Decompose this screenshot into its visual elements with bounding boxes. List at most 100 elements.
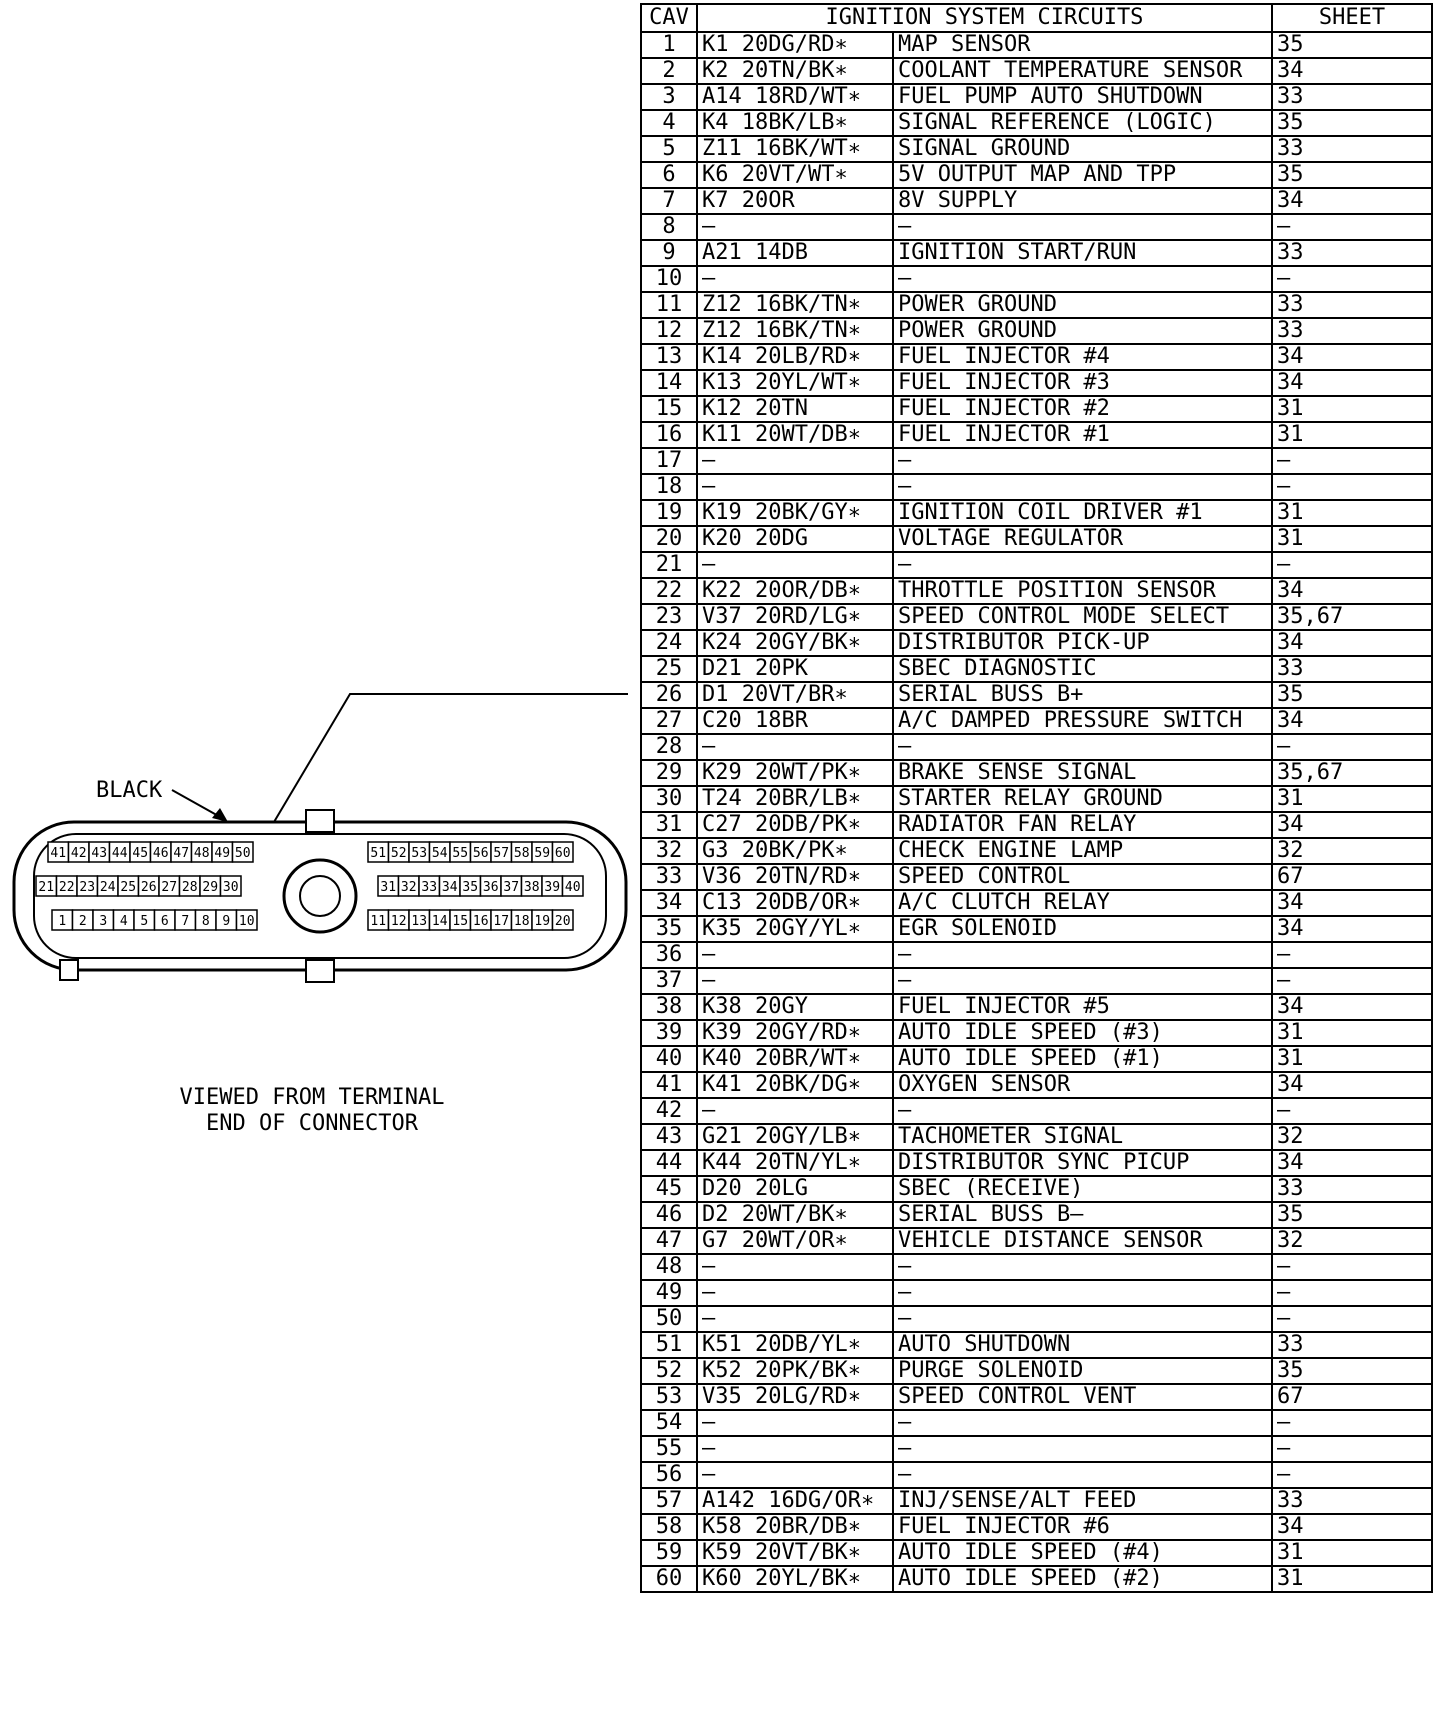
sheet-cell: —: [1271, 1279, 1433, 1307]
description-cell: SBEC DIAGNOSTIC: [892, 655, 1273, 683]
wire-cell: G3 20BK/PK∗: [696, 837, 894, 865]
sheet-cell: 34: [1271, 811, 1433, 839]
sheet-cell: 33: [1271, 239, 1433, 267]
pin-number: 29: [202, 880, 218, 895]
pin-number: 16: [473, 914, 489, 929]
pin-number: 45: [132, 846, 148, 861]
wire-cell: K7 20OR: [696, 187, 894, 215]
cav-cell: 59: [640, 1539, 698, 1567]
description-cell: TACHOMETER SIGNAL: [892, 1123, 1273, 1151]
sheet-cell: 34: [1271, 1071, 1433, 1099]
description-cell: FUEL INJECTOR #6: [892, 1513, 1273, 1541]
sheet-cell: 34: [1271, 629, 1433, 657]
cav-cell: 14: [640, 369, 698, 397]
description-cell: —: [892, 1279, 1273, 1307]
sheet-cell: 31: [1271, 1565, 1433, 1593]
wire-cell: V36 20TN/RD∗: [696, 863, 894, 891]
description-cell: A/C DAMPED PRESSURE SWITCH: [892, 707, 1273, 735]
description-cell: FUEL INJECTOR #3: [892, 369, 1273, 397]
sheet-cell: —: [1271, 473, 1433, 501]
arrow-head: [212, 808, 228, 822]
pin-number: 4: [120, 914, 128, 929]
description-cell: A/C CLUTCH RELAY: [892, 889, 1273, 917]
leader-line: [273, 693, 628, 823]
sheet-cell: 67: [1271, 863, 1433, 891]
description-cell: POWER GROUND: [892, 291, 1273, 319]
wire-cell: K59 20VT/BK∗: [696, 1539, 894, 1567]
pin-number: 36: [483, 880, 499, 895]
description-cell: SERIAL BUSS B—: [892, 1201, 1273, 1229]
pin-number: 6: [161, 914, 169, 929]
sheet-cell: 31: [1271, 525, 1433, 553]
sheet-cell: 34: [1271, 369, 1433, 397]
wire-cell: C13 20DB/OR∗: [696, 889, 894, 917]
description-cell: OXYGEN SENSOR: [892, 1071, 1273, 1099]
sheet-cell: 35,67: [1271, 759, 1433, 787]
description-cell: —: [892, 1253, 1273, 1281]
sheet-cell: 33: [1271, 291, 1433, 319]
wire-cell: D21 20PK: [696, 655, 894, 683]
sheet-cell: 35: [1271, 681, 1433, 709]
cav-cell: 3: [640, 83, 698, 111]
wire-cell: Z11 16BK/WT∗: [696, 135, 894, 163]
cav-cell: 22: [640, 577, 698, 605]
description-cell: MAP SENSOR: [892, 31, 1273, 59]
cav-cell: 1: [640, 31, 698, 59]
sheet-cell: 34: [1271, 1513, 1433, 1541]
description-cell: —: [892, 551, 1273, 579]
description-cell: COOLANT TEMPERATURE SENSOR: [892, 57, 1273, 85]
pin-number: 9: [222, 914, 230, 929]
pin-number: 3: [99, 914, 107, 929]
pin-number: 20: [555, 914, 571, 929]
cav-cell: 41: [640, 1071, 698, 1099]
wire-cell: V37 20RD/LG∗: [696, 603, 894, 631]
cav-cell: 12: [640, 317, 698, 345]
pin-number: 53: [411, 846, 427, 861]
wire-cell: K41 20BK/DG∗: [696, 1071, 894, 1099]
pin-number: 40: [565, 880, 581, 895]
description-cell: FUEL INJECTOR #4: [892, 343, 1273, 371]
description-cell: SIGNAL REFERENCE (LOGIC): [892, 109, 1273, 137]
table-header-row: CAV IGNITION SYSTEM CIRCUITS SHEET: [640, 3, 1433, 33]
pin-number: 38: [524, 880, 540, 895]
sheet-cell: 35: [1271, 109, 1433, 137]
wire-cell: —: [696, 1097, 894, 1125]
pin-number: 24: [100, 880, 116, 895]
cav-cell: 37: [640, 967, 698, 995]
mounting-boss-inner: [299, 875, 341, 917]
wire-cell: —: [696, 1279, 894, 1307]
table-row: 17———: [640, 447, 1433, 475]
top-latch: [305, 809, 335, 833]
wire-cell: —: [696, 1305, 894, 1333]
pin-number: 17: [493, 914, 509, 929]
wire-cell: V35 20LG/RD∗: [696, 1383, 894, 1411]
sheet-cell: 34: [1271, 1149, 1433, 1177]
wire-cell: —: [696, 1253, 894, 1281]
pin-number: 50: [235, 846, 251, 861]
sheet-cell: 33: [1271, 1175, 1433, 1203]
cav-cell: 24: [640, 629, 698, 657]
sheet-cell: —: [1271, 447, 1433, 475]
pin-cell: [551, 909, 574, 931]
wire-cell: —: [696, 213, 894, 241]
pin-number: 56: [473, 846, 489, 861]
cav-cell: 53: [640, 1383, 698, 1411]
wire-cell: K35 20GY/YL∗: [696, 915, 894, 943]
description-cell: —: [892, 1461, 1273, 1489]
bottom-latch-center: [305, 959, 335, 983]
sheet-cell: 33: [1271, 655, 1433, 683]
sheet-cell: 34: [1271, 993, 1433, 1021]
